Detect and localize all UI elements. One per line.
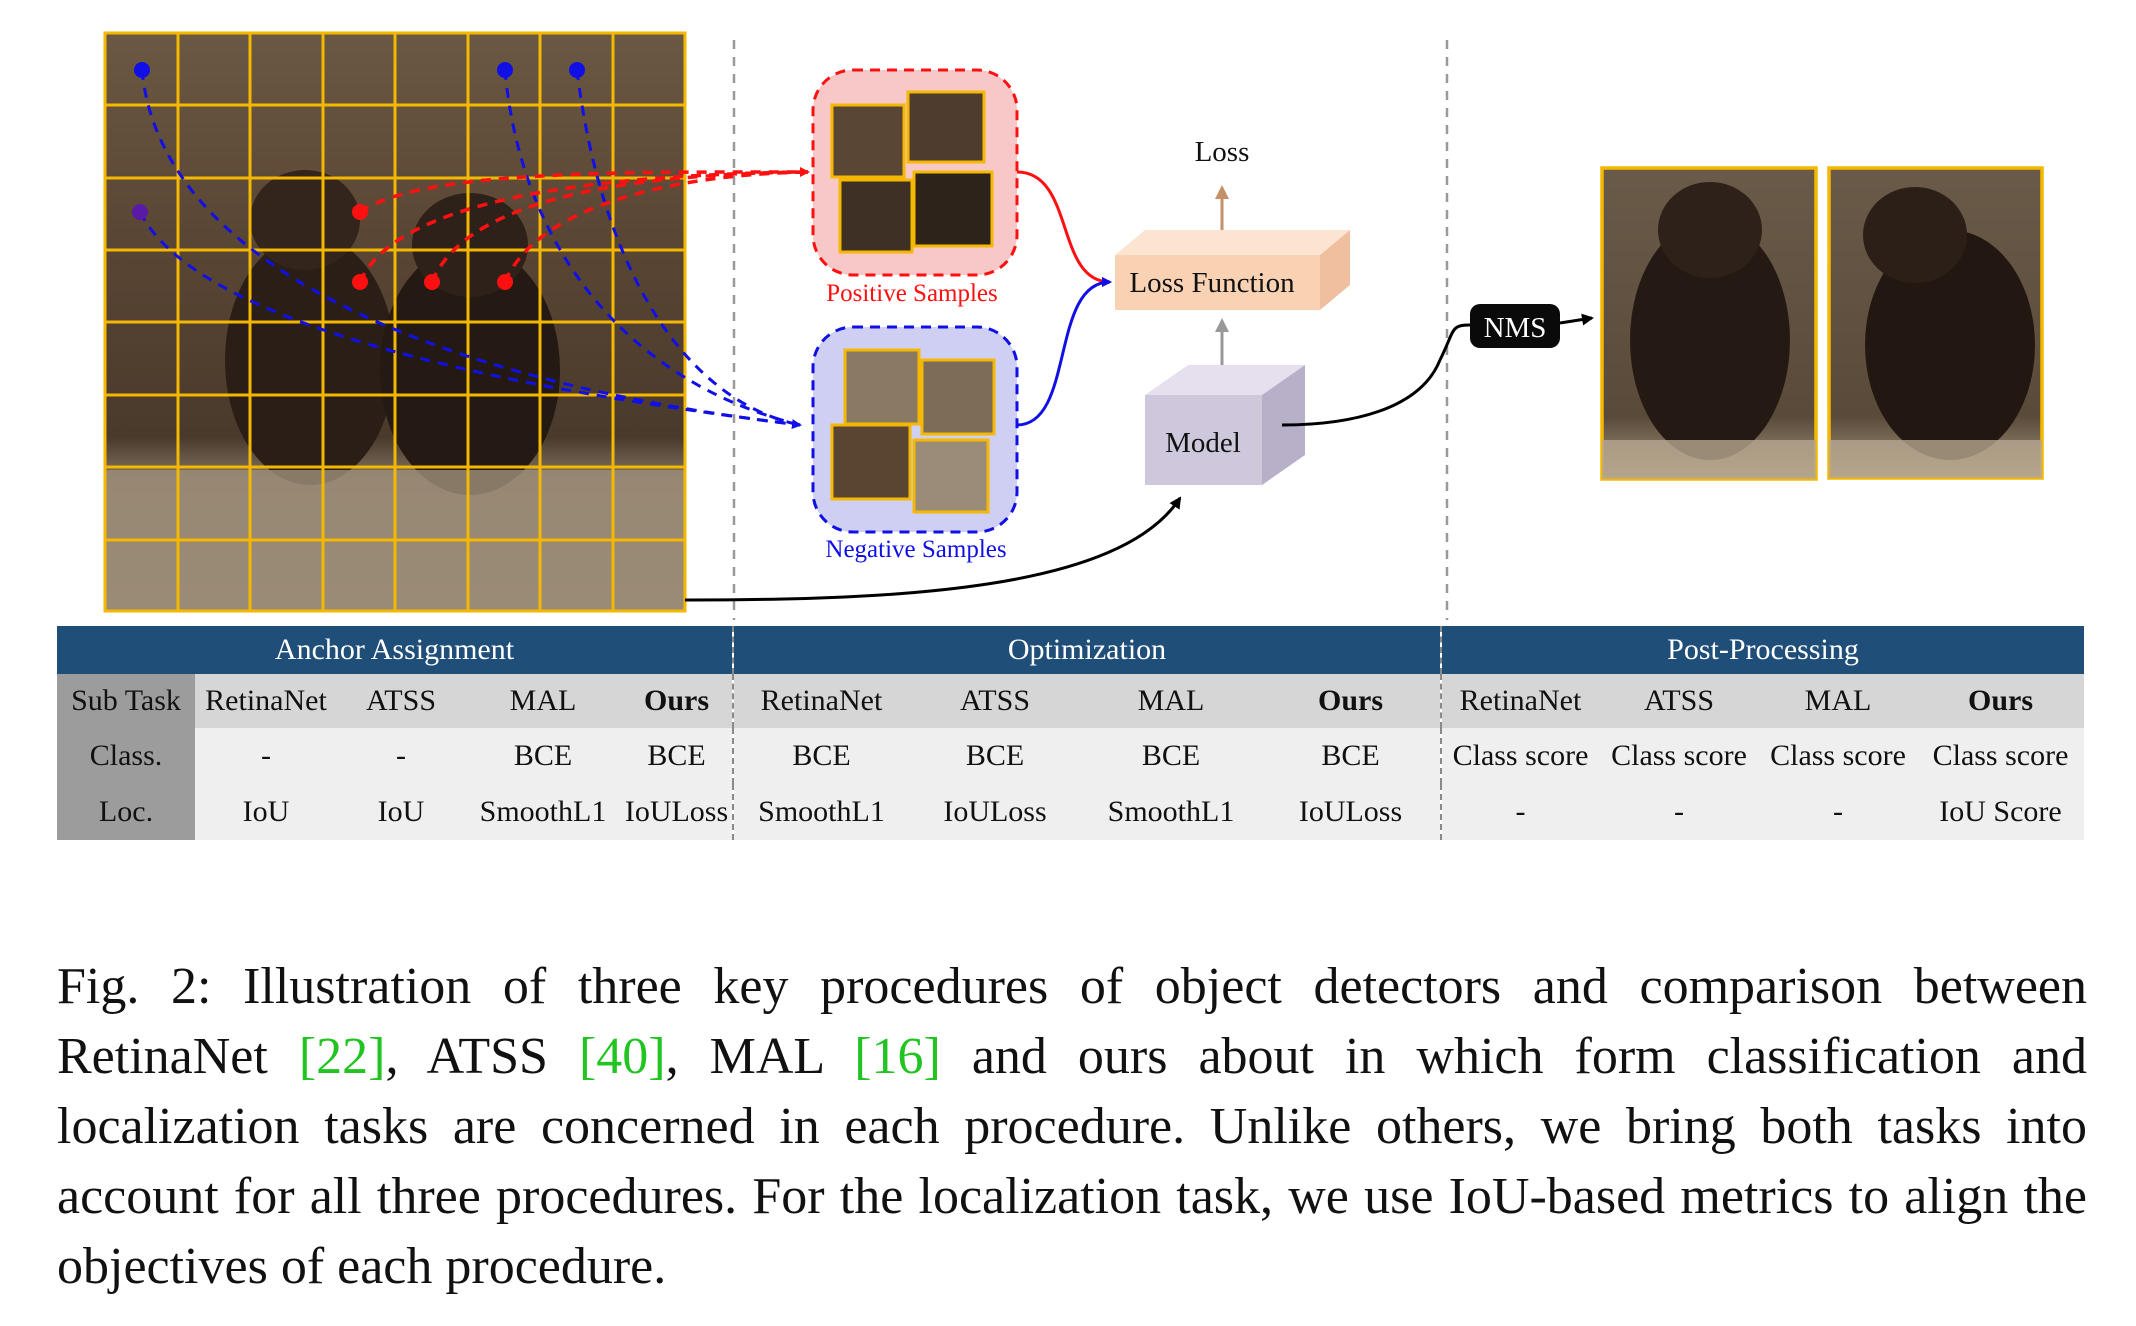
negative-samples-box	[811, 325, 1019, 534]
section-post-processing: Post-Processing	[1441, 626, 2084, 674]
table-cell: BCE	[1261, 728, 1442, 784]
method-header: RetinaNet	[1441, 674, 1599, 728]
table-row-localization: Loc. IoU IoU SmoothL1 IoULoss SmoothL1 I…	[57, 784, 2084, 840]
table-cell: SmoothL1	[733, 784, 909, 840]
positive-assignment-curves	[358, 166, 810, 283]
positive-to-loss-arrow	[1016, 170, 1112, 287]
method-header-row: Sub Task RetinaNet ATSS MAL Ours RetinaN…	[57, 674, 2084, 728]
anchor-grid	[103, 31, 687, 613]
nms-arrow	[1559, 313, 1594, 326]
figure-caption: Fig. 2: Illustration of three key proced…	[57, 952, 2087, 1302]
loss-function-box	[1115, 230, 1350, 310]
table-cell: BCE	[1081, 728, 1261, 784]
subtask-header: Sub Task	[57, 674, 195, 728]
method-header: MAL	[465, 674, 621, 728]
method-header: MAL	[1759, 674, 1917, 728]
positive-samples-box	[811, 68, 1019, 277]
output-detection-1	[1600, 166, 1818, 481]
method-header: ATSS	[909, 674, 1081, 728]
pipeline-diagram: Positive Samples Negative Samples Loss F…	[103, 31, 2044, 620]
table-cell: -	[337, 728, 465, 784]
table-cell: IoU Score	[1917, 784, 2084, 840]
table-cell: Class score	[1917, 728, 2084, 784]
citation-link[interactable]: [16]	[854, 1028, 941, 1085]
method-header: RetinaNet	[195, 674, 337, 728]
section-header-row: Anchor Assignment Optimization Post-Proc…	[57, 626, 2084, 674]
caption-text: , ATSS	[385, 1028, 579, 1085]
positive-samples-label: Positive Samples	[826, 280, 998, 307]
method-header: RetinaNet	[733, 674, 909, 728]
table-cell: SmoothL1	[465, 784, 621, 840]
method-header: ATSS	[1599, 674, 1759, 728]
table-cell: SmoothL1	[1081, 784, 1261, 840]
comparison-table: Anchor Assignment Optimization Post-Proc…	[57, 626, 2084, 840]
table-cell: IoULoss	[909, 784, 1081, 840]
image-to-model-arrow	[684, 496, 1182, 602]
table-cell: BCE	[909, 728, 1081, 784]
table-cell: -	[1599, 784, 1759, 840]
model-box	[1145, 365, 1305, 485]
citation-link[interactable]: [22]	[298, 1028, 386, 1085]
table-cell: Class score	[1441, 728, 1599, 784]
table-cell: IoULoss	[621, 784, 734, 840]
row-label: Class.	[57, 728, 195, 784]
caption-text: , MAL	[665, 1028, 855, 1085]
caption-text: and ours about in which form classificat…	[57, 1028, 2087, 1295]
loss-label: Loss	[1195, 136, 1250, 168]
negative-to-loss-arrow	[1016, 277, 1112, 427]
section-optimization: Optimization	[733, 626, 1442, 674]
table-cell: Class score	[1599, 728, 1759, 784]
model-label: Model	[1165, 427, 1241, 459]
table-cell: -	[1441, 784, 1599, 840]
negative-anchor-points	[132, 62, 585, 220]
method-header-ours: Ours	[621, 674, 734, 728]
table-cell: IoU	[195, 784, 337, 840]
caption-text: Fig. 2: Illustration of three key proced…	[57, 958, 2087, 1085]
table-cell: BCE	[733, 728, 909, 784]
model-to-nms-curve	[1281, 323, 1471, 427]
row-label: Loc.	[57, 784, 195, 840]
output-detection-2	[1827, 166, 2044, 480]
method-header: MAL	[1081, 674, 1261, 728]
table-cell: -	[195, 728, 337, 784]
table-cell: IoULoss	[1261, 784, 1442, 840]
nms-badge	[1470, 304, 1560, 348]
citation-link[interactable]: [40]	[578, 1028, 666, 1085]
nms-label: NMS	[1484, 312, 1547, 344]
loss-function-label: Loss Function	[1129, 267, 1295, 299]
negative-samples-label: Negative Samples	[825, 536, 1006, 563]
method-header-ours: Ours	[1917, 674, 2084, 728]
section-anchor-assignment: Anchor Assignment	[57, 626, 734, 674]
table-cell: BCE	[465, 728, 621, 784]
table-row-classification: Class. - - BCE BCE BCE BCE BCE BCE Class…	[57, 728, 2084, 784]
table-cell: BCE	[621, 728, 734, 784]
table-cell: -	[1759, 784, 1917, 840]
method-header-ours: Ours	[1261, 674, 1442, 728]
table-cell: IoU	[337, 784, 465, 840]
positive-anchor-points	[352, 204, 513, 290]
table-cell: Class score	[1759, 728, 1917, 784]
negative-assignment-curves	[138, 69, 802, 430]
method-header: ATSS	[337, 674, 465, 728]
